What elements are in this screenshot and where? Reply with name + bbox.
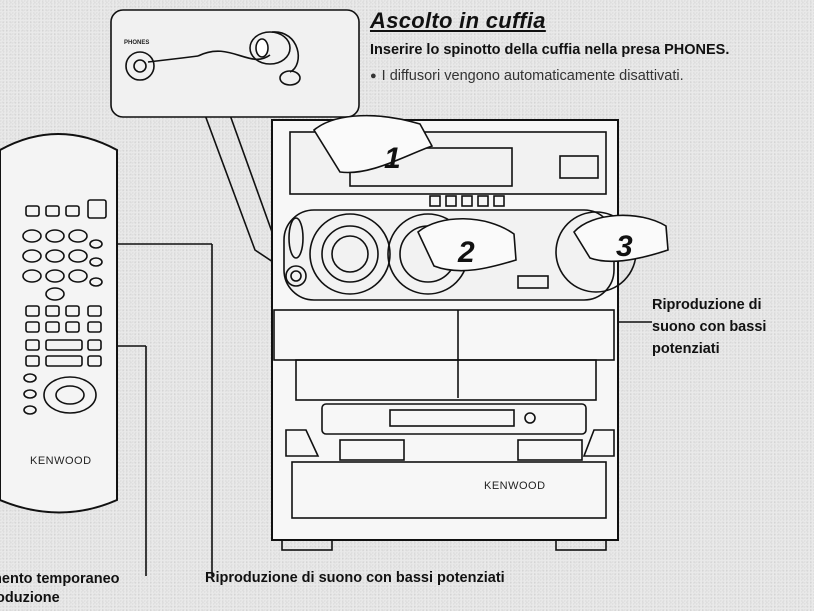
callout-line: oduzione: [0, 590, 60, 606]
stereo-system-icon: [271, 119, 637, 551]
remote-control-icon: [0, 133, 118, 514]
step-2-number: 2: [457, 236, 475, 269]
callout-line: potenziati: [652, 341, 720, 357]
note-text: I diffusori vengono automaticamente disa…: [381, 68, 684, 84]
bass-boost-callout-right: Riproduzione di suono con bassi potenzia…: [652, 294, 814, 360]
phones-callout-pointer-b: [229, 114, 273, 233]
step-3-number: 3: [616, 230, 633, 263]
headphones-icon: [125, 31, 301, 86]
section-title: Ascolto in cuffia: [370, 8, 546, 33]
phones-callout: [110, 9, 360, 118]
unit-brand-label: KENWOOD: [484, 480, 546, 492]
callout-line: mento temporaneo: [0, 571, 120, 587]
step-1-number: 1: [384, 142, 401, 175]
phones-jack-label: PHONES: [124, 40, 150, 46]
note-item: ● I diffusori vengono automaticamente di…: [370, 68, 684, 84]
pointing-hand-icon: [312, 114, 669, 272]
callout-line: Riproduzione di: [652, 297, 762, 313]
bullet-icon: ●: [370, 70, 377, 82]
bass-boost-callout-bottom: Riproduzione di suono con bassi potenzia…: [205, 570, 505, 586]
instruction-text: Inserire lo spinotto della cuffia nella …: [370, 42, 730, 58]
remote-brand-label: KENWOOD: [30, 455, 92, 467]
pause-callout: mento temporaneo oduzione: [0, 570, 200, 608]
callout-line: suono con bassi: [652, 319, 767, 335]
